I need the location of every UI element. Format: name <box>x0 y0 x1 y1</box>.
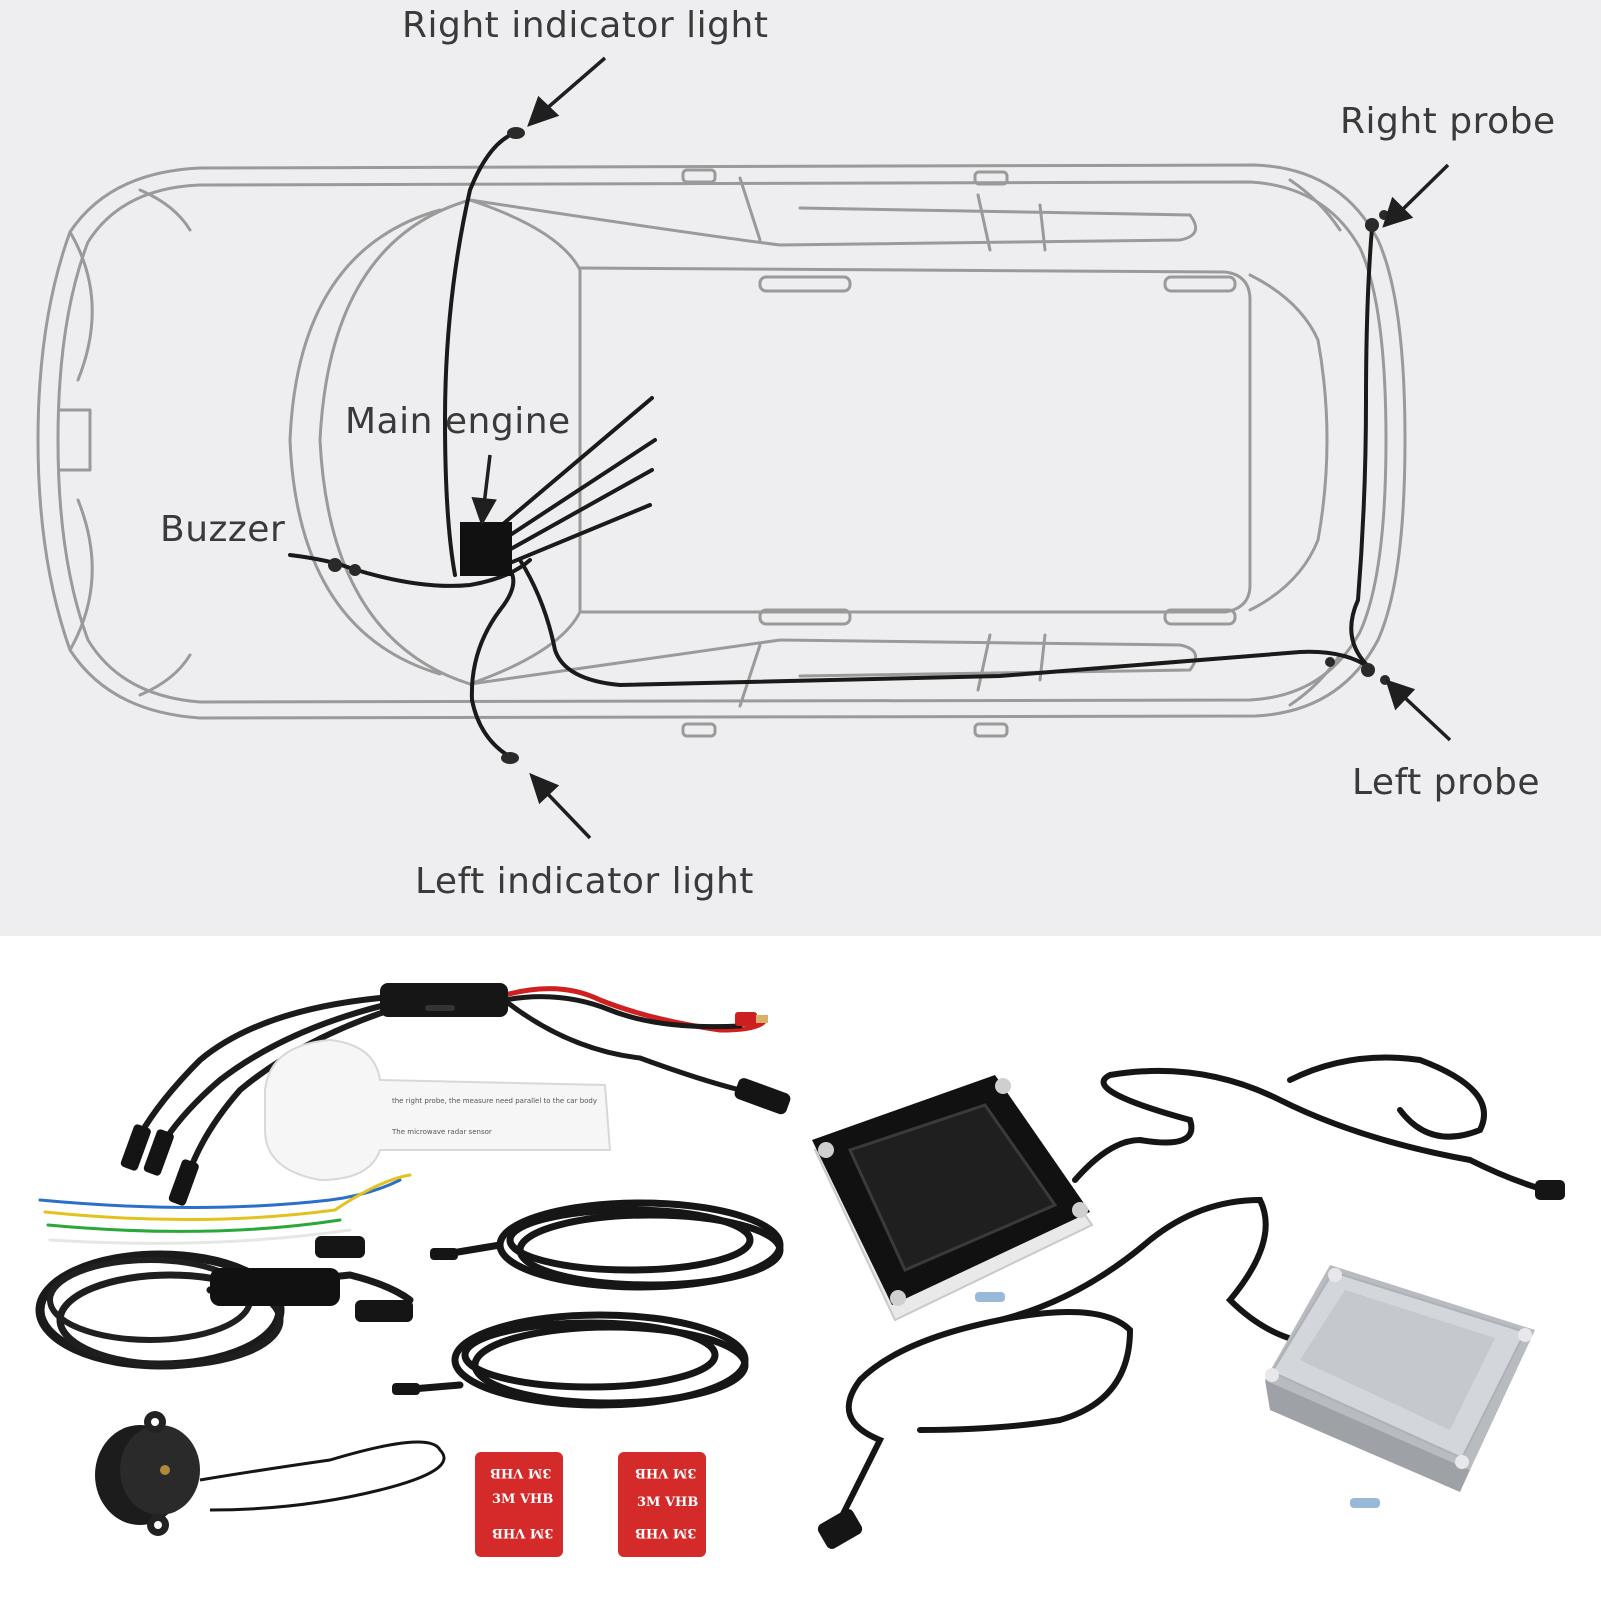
probe-cable-coil-2 <box>396 1311 749 1409</box>
label-left-probe: Left probe <box>1352 762 1541 803</box>
tape-pad-2 <box>618 1452 706 1557</box>
radar-probe-silver-cable <box>837 1196 1298 1523</box>
indicator-module-slot <box>425 1005 455 1011</box>
radar-probe-silver-plug <box>817 1509 863 1549</box>
tape-label-2c: 3M VHB <box>635 1525 697 1540</box>
instruction-card <box>264 1038 612 1182</box>
callout-arrows <box>471 56 1452 840</box>
connector-nodes <box>328 127 1390 764</box>
car-outline <box>36 163 1407 738</box>
wiring-diagram-panel <box>0 0 1601 936</box>
indicator-plugs <box>120 1078 791 1206</box>
buzzer-device <box>95 1411 446 1536</box>
indicator-y-cable <box>137 986 768 1173</box>
tape-label-1c: 3M VHB <box>492 1525 554 1540</box>
instruction-card-text-2: The microwave radar sensor <box>392 1128 492 1136</box>
main-engine-box <box>460 522 512 576</box>
radar-probe-black-plug <box>1535 1180 1565 1200</box>
probe-cable-plug-1 <box>430 1248 458 1260</box>
probe-cable-plug-2 <box>392 1383 420 1395</box>
tape-pad-1 <box>475 1452 563 1557</box>
instruction-card-text-1: the right probe, the measure need parall… <box>392 1097 598 1105</box>
tape-label-2b: 3M VHB <box>637 1495 699 1510</box>
radar-probe-black-cable <box>1072 1054 1548 1193</box>
probe-cable-coil-1 <box>436 1199 784 1291</box>
radar-probe-silver <box>1265 1265 1535 1508</box>
label-main-engine: Main engine <box>345 401 571 442</box>
harness-module-box <box>210 1268 340 1306</box>
label-right-probe: Right probe <box>1340 101 1556 142</box>
tape-label-2a: 3M VHB <box>635 1465 697 1480</box>
radar-probe-black <box>812 1075 1094 1322</box>
label-buzzer: Buzzer <box>160 509 286 550</box>
tape-label-1b: 3M VHB <box>490 1465 552 1480</box>
label-left-indicator-light: Left indicator light <box>415 861 754 902</box>
label-right-indicator-light: Right indicator light <box>402 5 769 46</box>
harness-plug-2 <box>355 1300 413 1322</box>
car-wiring-diagram <box>36 56 1452 840</box>
harness-plug-1 <box>315 1236 365 1258</box>
power-plugs <box>735 1012 768 1026</box>
indicator-module-box <box>380 983 508 1017</box>
tape-label-1a: 3M VHB <box>492 1492 554 1507</box>
